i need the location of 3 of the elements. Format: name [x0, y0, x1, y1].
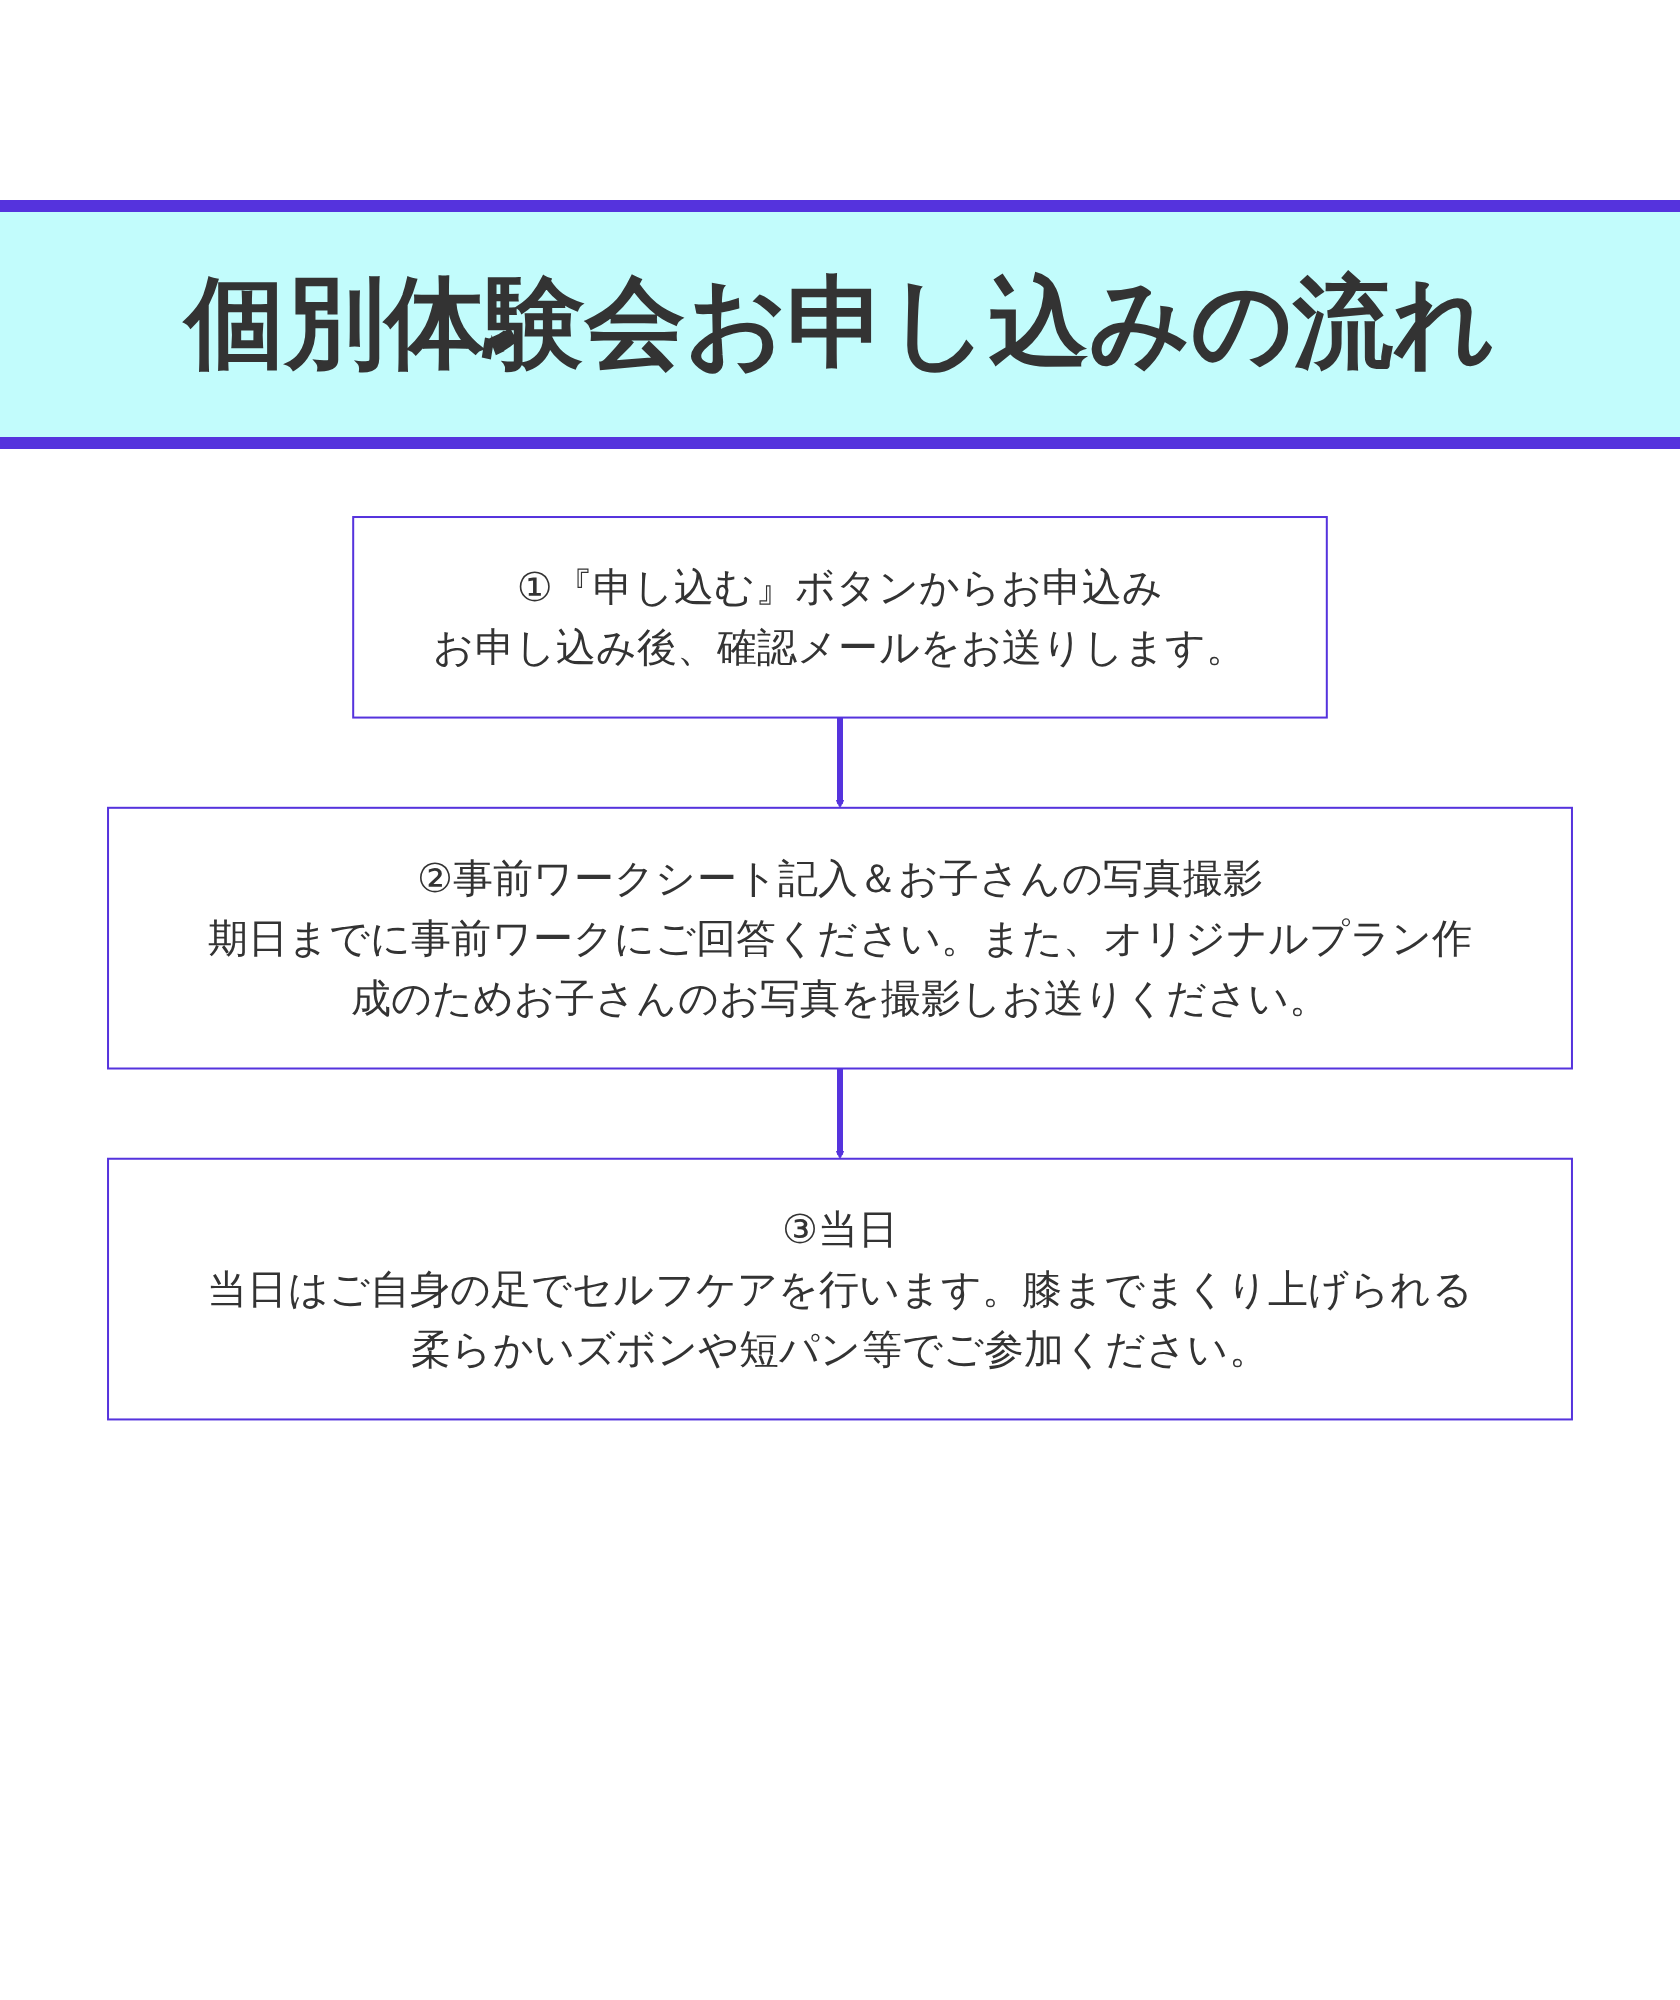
node-box: ①『申し込む』ボタンからお申込み お申し込み後、確認メールをお送りします。 — [352, 516, 1328, 719]
node-box: ②事前ワークシート記入＆お子さんの写真撮影 期日までに事前ワークにご回答ください。また、オリジナルプラン作成のためお子さんのお写真を撮影しお送りください。 — [107, 806, 1573, 1070]
node-box: ③当日 当日はご自身の足でセルフケアを行います。膝までまくり上げられる柔らかいズボンや短パン等でご参加ください。 — [107, 1157, 1573, 1421]
